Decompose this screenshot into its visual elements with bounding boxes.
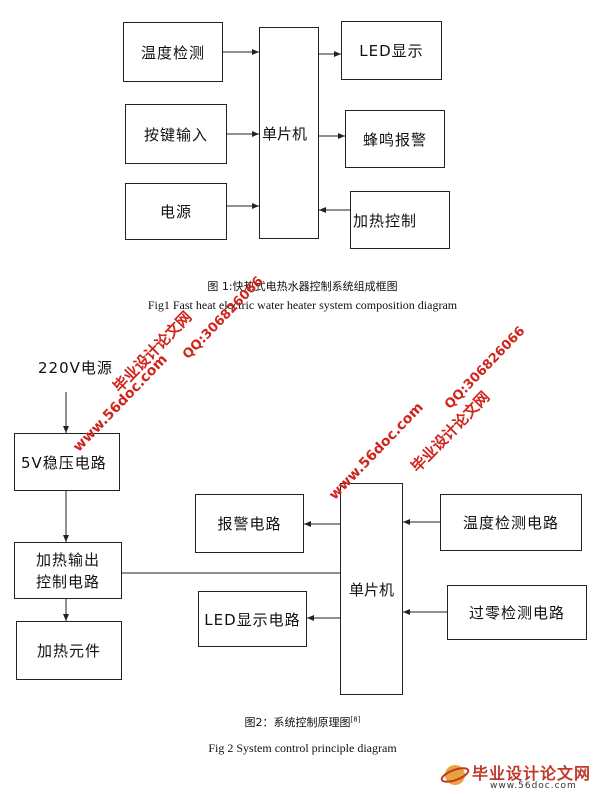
- fig2-heat-output-label-1: 加热输出: [35, 550, 100, 569]
- fig2-caption-ref: [8]: [350, 715, 361, 724]
- fig2-heat-output-box: 加热输出 控制电路: [14, 542, 122, 599]
- fig2-heater-element-box: 加热元件: [16, 621, 122, 680]
- fig1-mcu-box: 单片机: [259, 27, 319, 239]
- fig2-temp-circuit-box: 温度检测电路: [440, 494, 582, 551]
- fig1-led-display-box: LED显示: [341, 21, 442, 80]
- fig2-mcu-label: 单片机: [348, 580, 394, 599]
- fig2-zero-cross-box: 过零检测电路: [447, 585, 587, 640]
- fig1-mcu-label: 单片机: [262, 124, 308, 143]
- fig1-key-input-label: 按键输入: [143, 125, 208, 144]
- fig2-led-circuit-box: LED显示电路: [198, 591, 307, 647]
- fig1-led-display-label: LED显示: [359, 42, 424, 60]
- fig1-buzzer-alarm-label: 蜂鸣报警: [362, 130, 427, 149]
- fig1-key-input-box: 按键输入: [125, 104, 227, 164]
- fig2-caption-text: 图2：系统控制原理图: [244, 716, 351, 729]
- fig1-power-box: 电源: [125, 183, 227, 240]
- fig2-mcu-box: 单片机: [340, 483, 403, 695]
- fig2-heat-output-label-2: 控制电路: [35, 572, 100, 591]
- footer-logo-text: 毕业设计论文网: [472, 764, 592, 783]
- fig1-temp-detect-label: 温度检测: [140, 43, 205, 62]
- logo-icon: [440, 765, 470, 785]
- fig1-caption-cn: 图 1:快热式电热水器控制系统组成框图: [207, 280, 398, 293]
- fig1-temp-detect-box: 温度检测: [123, 22, 223, 82]
- fig2-alarm-circuit-box: 报警电路: [195, 494, 304, 553]
- fig2-alarm-circuit-label: 报警电路: [217, 515, 282, 533]
- fig2-zero-cross-label: 过零检测电路: [468, 604, 565, 622]
- fig1-heat-control-label: 加热控制: [353, 211, 418, 230]
- fig2-heater-element-label: 加热元件: [36, 642, 101, 660]
- footer-logo: 毕业设计论文网 www.56doc.com: [440, 758, 600, 794]
- fig2-led-circuit-label: LED显示电路: [204, 610, 301, 629]
- fig2-regulator-label: 5V稳压电路: [21, 453, 107, 472]
- fig2-source-label: 220V电源: [38, 359, 113, 377]
- fig2-temp-circuit-label: 温度检测电路: [462, 514, 559, 532]
- fig1-power-label: 电源: [159, 203, 192, 221]
- fig2-regulator-box: 5V稳压电路: [14, 433, 120, 491]
- fig1-heat-control-box: 加热控制: [350, 191, 450, 249]
- fig2-caption-cn: 图2：系统控制原理图[8]: [0, 714, 605, 730]
- fig1-buzzer-alarm-box: 蜂鸣报警: [345, 110, 445, 168]
- fig2-caption-en: Fig 2 System control principle diagram: [208, 741, 397, 755]
- fig1-caption-en: Fig1 Fast heat electric water heater sys…: [147, 298, 458, 312]
- footer-logo-url: www.56doc.com: [490, 781, 577, 791]
